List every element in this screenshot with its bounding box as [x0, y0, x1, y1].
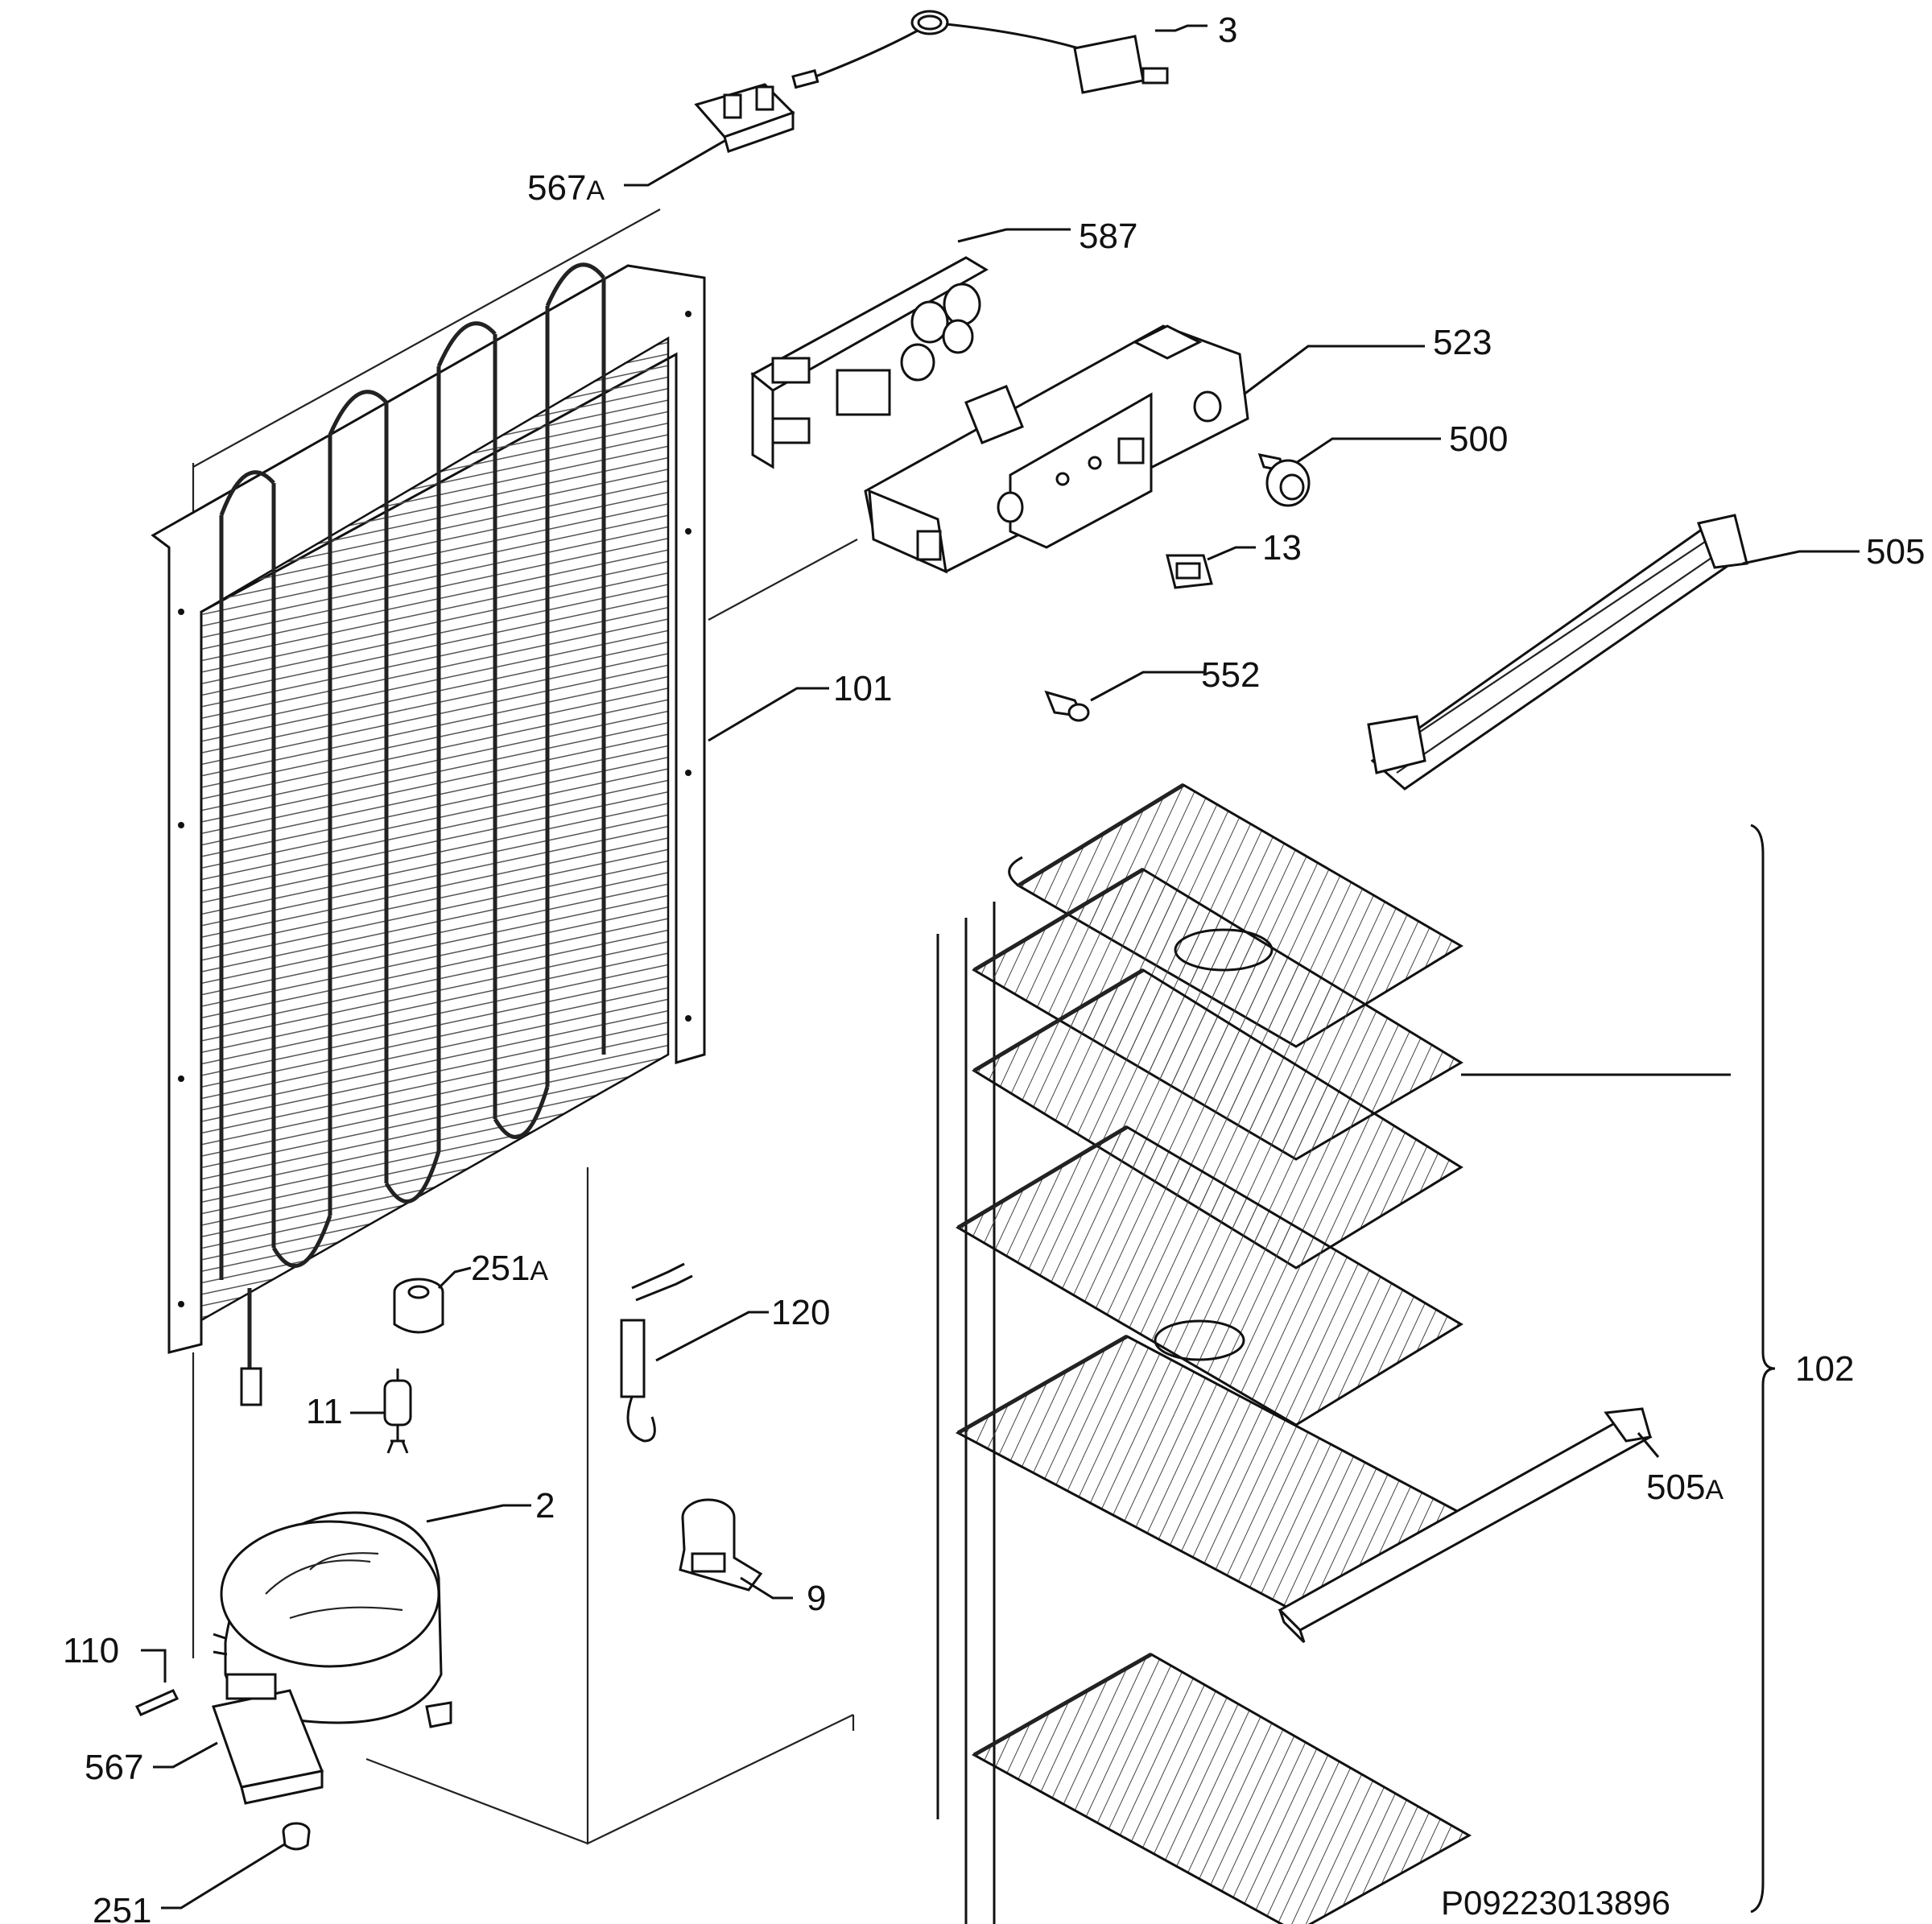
lamp-bulb-part: [1044, 690, 1090, 722]
callout-251: 251: [93, 1891, 151, 1924]
relay-part: [679, 1498, 763, 1592]
evaporator-shelves: [936, 782, 1731, 1924]
group-bracket: [1750, 824, 1776, 1914]
knob-part: [1257, 453, 1311, 507]
callout-9: 9: [807, 1579, 826, 1618]
thermostat-part: [791, 10, 1169, 94]
callout-505a: 505A: [1646, 1468, 1724, 1507]
front-rail-part: [1278, 1407, 1653, 1644]
callout-523: 523: [1433, 323, 1492, 362]
rubber-bush-part: [393, 1278, 444, 1334]
filter-drier-part: [383, 1369, 412, 1454]
callout-110: 110: [63, 1631, 119, 1670]
diagram-code: P09223013896: [1441, 1884, 1670, 1922]
callout-500: 500: [1449, 419, 1508, 459]
condenser: [151, 262, 706, 1406]
heater-part: [620, 1262, 693, 1443]
callout-13: 13: [1262, 528, 1302, 568]
control-board-part: [750, 256, 989, 469]
callout-552: 552: [1201, 655, 1260, 695]
callout-120: 120: [771, 1293, 830, 1332]
grommet-part: [282, 1822, 311, 1851]
callout-2: 2: [535, 1486, 555, 1526]
switch-part: [1166, 554, 1213, 589]
cabinet-outline: [192, 209, 858, 1845]
callout-567: 567: [85, 1748, 143, 1787]
callout-567a: 567A: [527, 168, 605, 208]
callout-102: 102: [1795, 1349, 1854, 1389]
lamp-holder-part: [694, 83, 795, 153]
compressor-part: [212, 1511, 452, 1805]
callout-3: 3: [1218, 10, 1237, 50]
shelf-rail-part: [1367, 514, 1748, 791]
callout-101: 101: [833, 669, 892, 708]
callout-11: 11: [306, 1392, 343, 1431]
callout-251a: 251A: [471, 1249, 548, 1288]
callout-587: 587: [1079, 217, 1137, 256]
callout-leaders: [141, 24, 1860, 1910]
lamp-housing-part: [864, 324, 1249, 574]
callout-505: 505: [1866, 532, 1925, 572]
tube-piece-part: [134, 1689, 180, 1716]
